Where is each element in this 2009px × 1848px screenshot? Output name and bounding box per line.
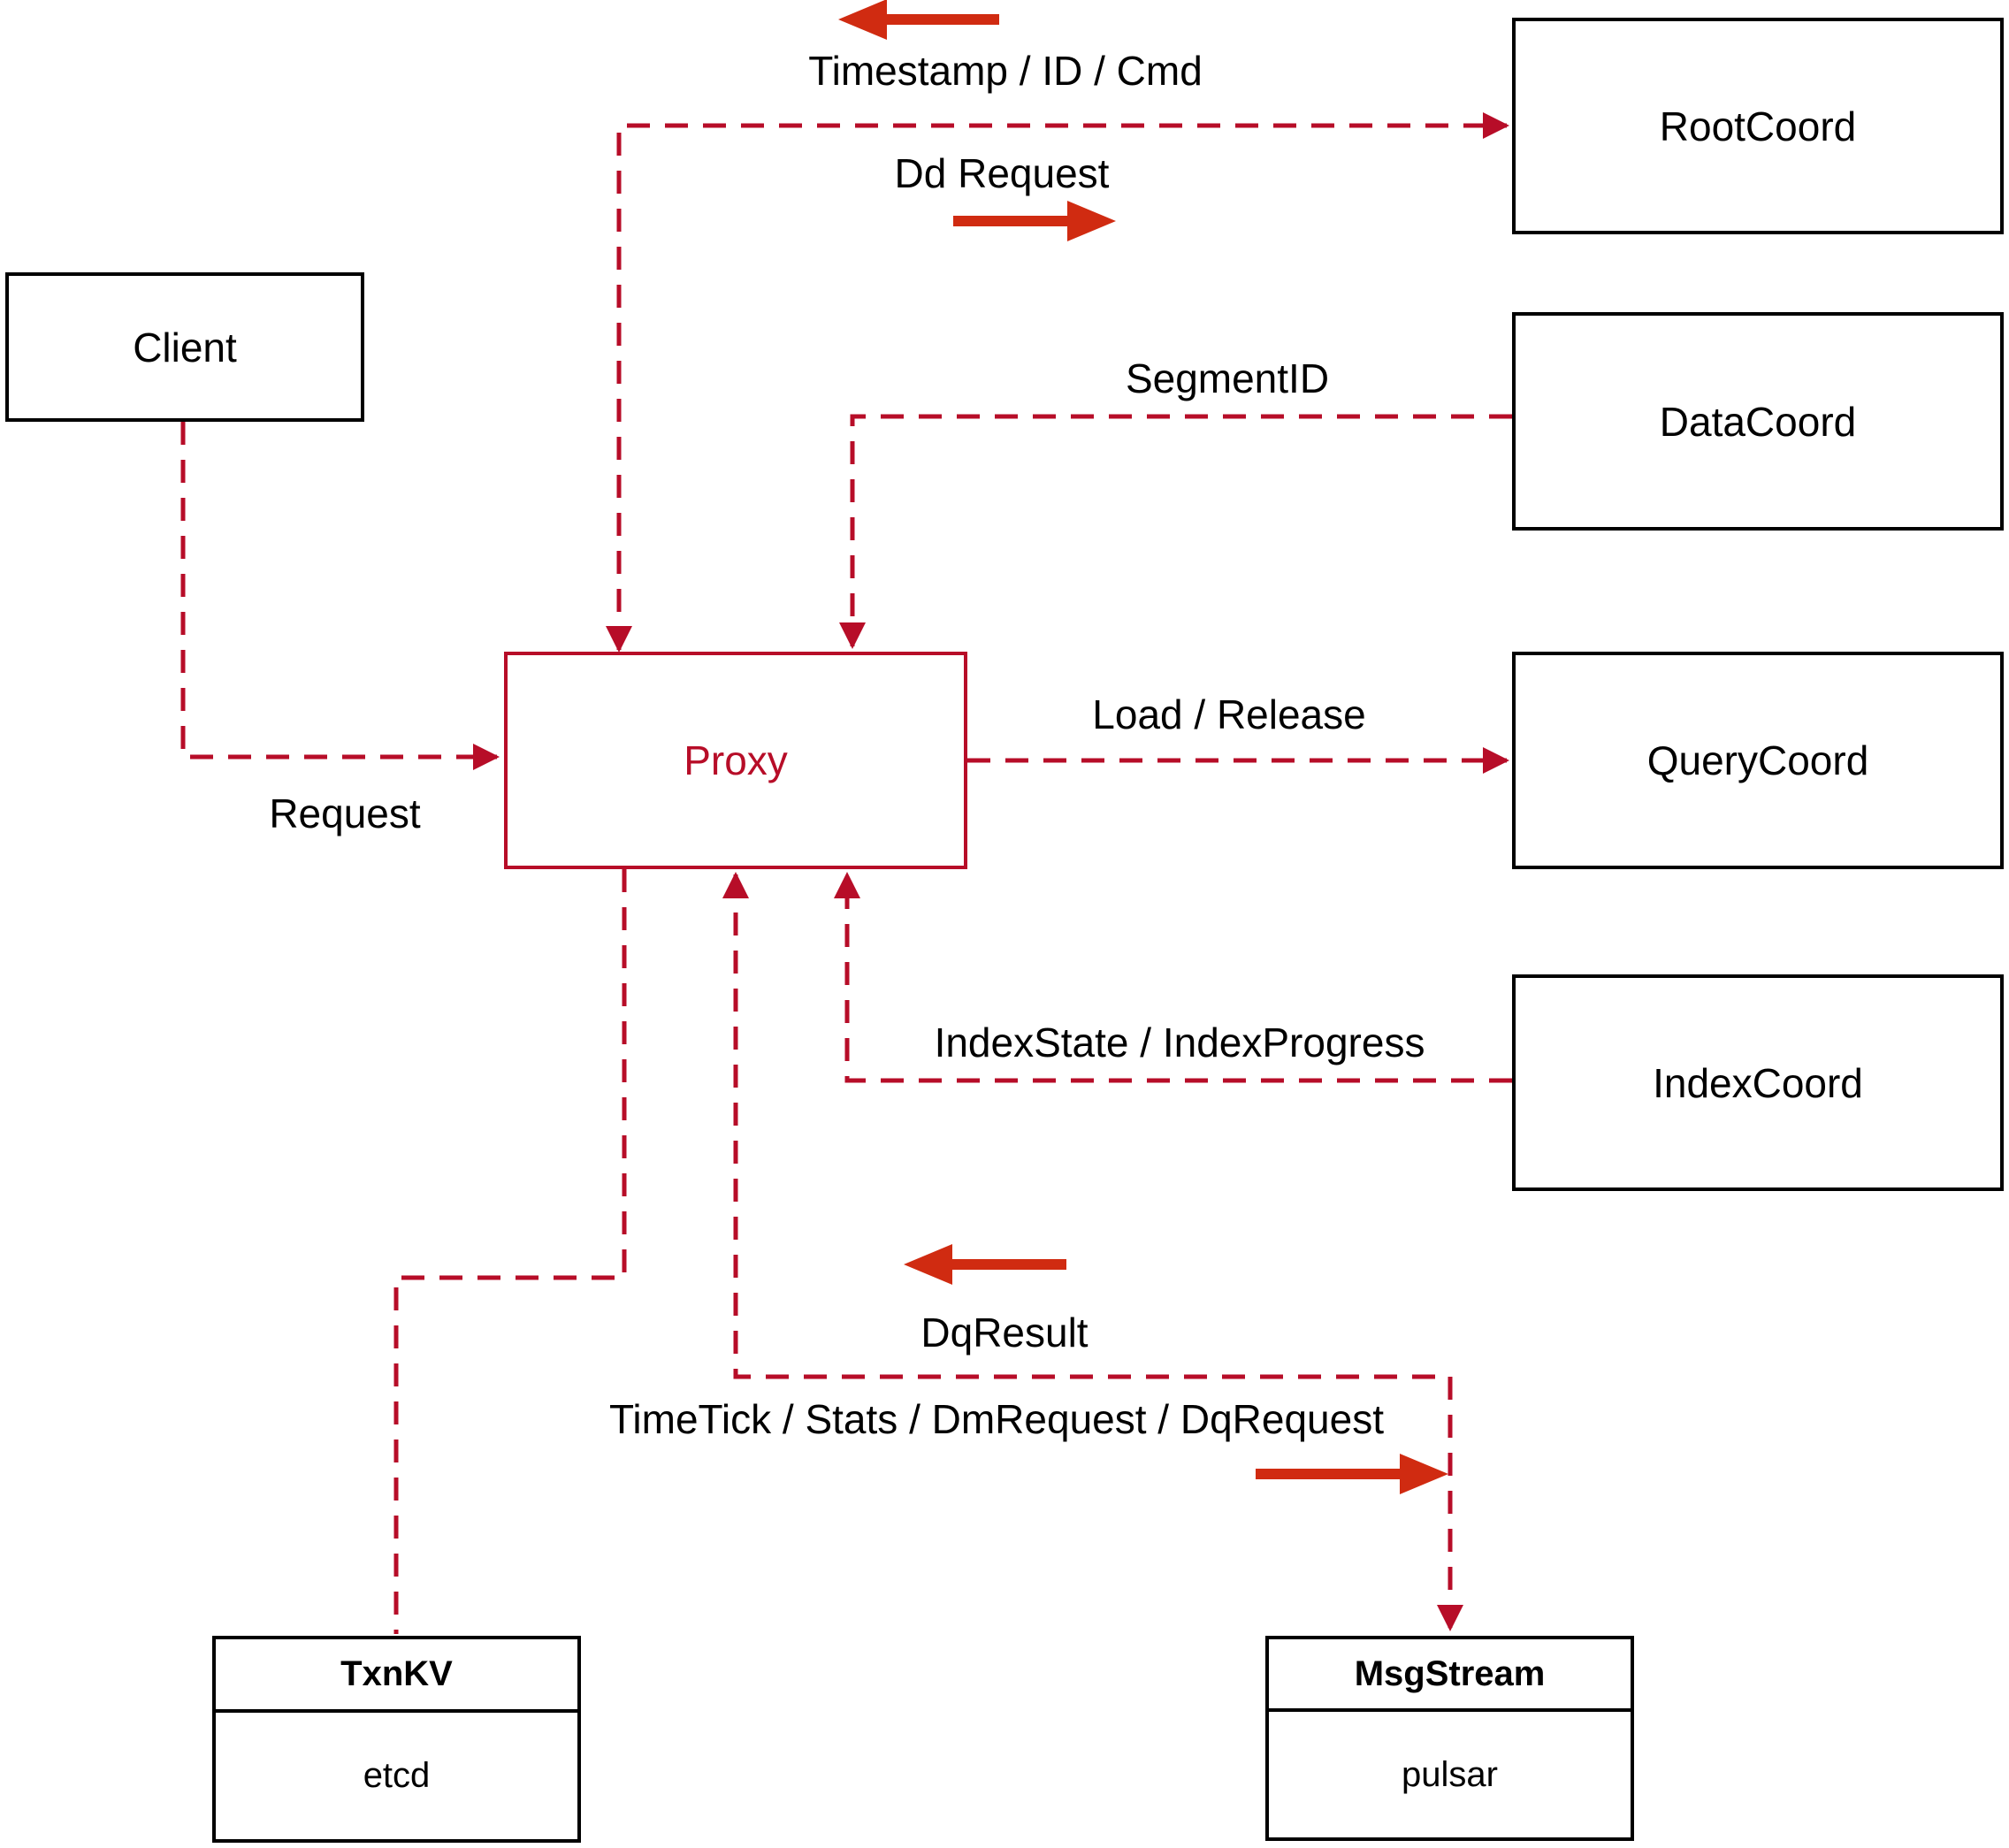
right-arrow-icon <box>953 201 1116 241</box>
txnkv-node: TxnKV etcd <box>212 1636 581 1843</box>
indexcoord-node: IndexCoord <box>1512 974 2004 1191</box>
indexcoord-label: IndexCoord <box>1653 1059 1863 1106</box>
edge-label-dd-request: Dd Request <box>894 150 1110 196</box>
edge-datacoord-proxy <box>839 414 1512 649</box>
proxy-label: Proxy <box>684 737 788 783</box>
edge-proxy-rootcoord <box>606 112 1509 653</box>
edge-client-proxy <box>180 422 500 770</box>
left-arrow-icon <box>838 0 999 40</box>
querycoord-node: QueryCoord <box>1512 652 2004 869</box>
msgstream-title: MsgStream <box>1269 1639 1631 1712</box>
txnkv-title: TxnKV <box>216 1639 577 1713</box>
rootcoord-label: RootCoord <box>1659 103 1857 149</box>
datacoord-label: DataCoord <box>1659 398 1857 445</box>
client-label: Client <box>133 324 237 370</box>
edge-label-load-release: Load / Release <box>1092 691 1366 737</box>
msgstream-node: MsgStream pulsar <box>1265 1636 1634 1841</box>
edge-label-timestamp-id-cmd: Timestamp / ID / Cmd <box>808 48 1203 94</box>
datacoord-node: DataCoord <box>1512 312 2004 531</box>
querycoord-label: QueryCoord <box>1646 737 1869 783</box>
edge-label-index-state-progress: IndexState / IndexProgress <box>934 1019 1425 1065</box>
edge-label-dq-result: DqResult <box>920 1310 1089 1355</box>
left-arrow-icon <box>904 1244 1066 1285</box>
msgstream-subtitle: pulsar <box>1402 1754 1498 1794</box>
edge-label-segment-id: SegmentID <box>1125 355 1330 401</box>
edge-proxy-txnkv <box>393 869 627 1634</box>
proxy-node: Proxy <box>504 652 967 869</box>
right-arrow-icon <box>1256 1454 1448 1494</box>
edge-label-request: Request <box>269 790 421 836</box>
edge-proxy-msgstream <box>722 872 1463 1631</box>
client-node: Client <box>5 272 364 422</box>
txnkv-subtitle: etcd <box>363 1756 431 1795</box>
edge-label-timetick-stats: TimeTick / Stats / DmRequest / DqRequest <box>609 1396 1384 1442</box>
rootcoord-node: RootCoord <box>1512 18 2004 234</box>
